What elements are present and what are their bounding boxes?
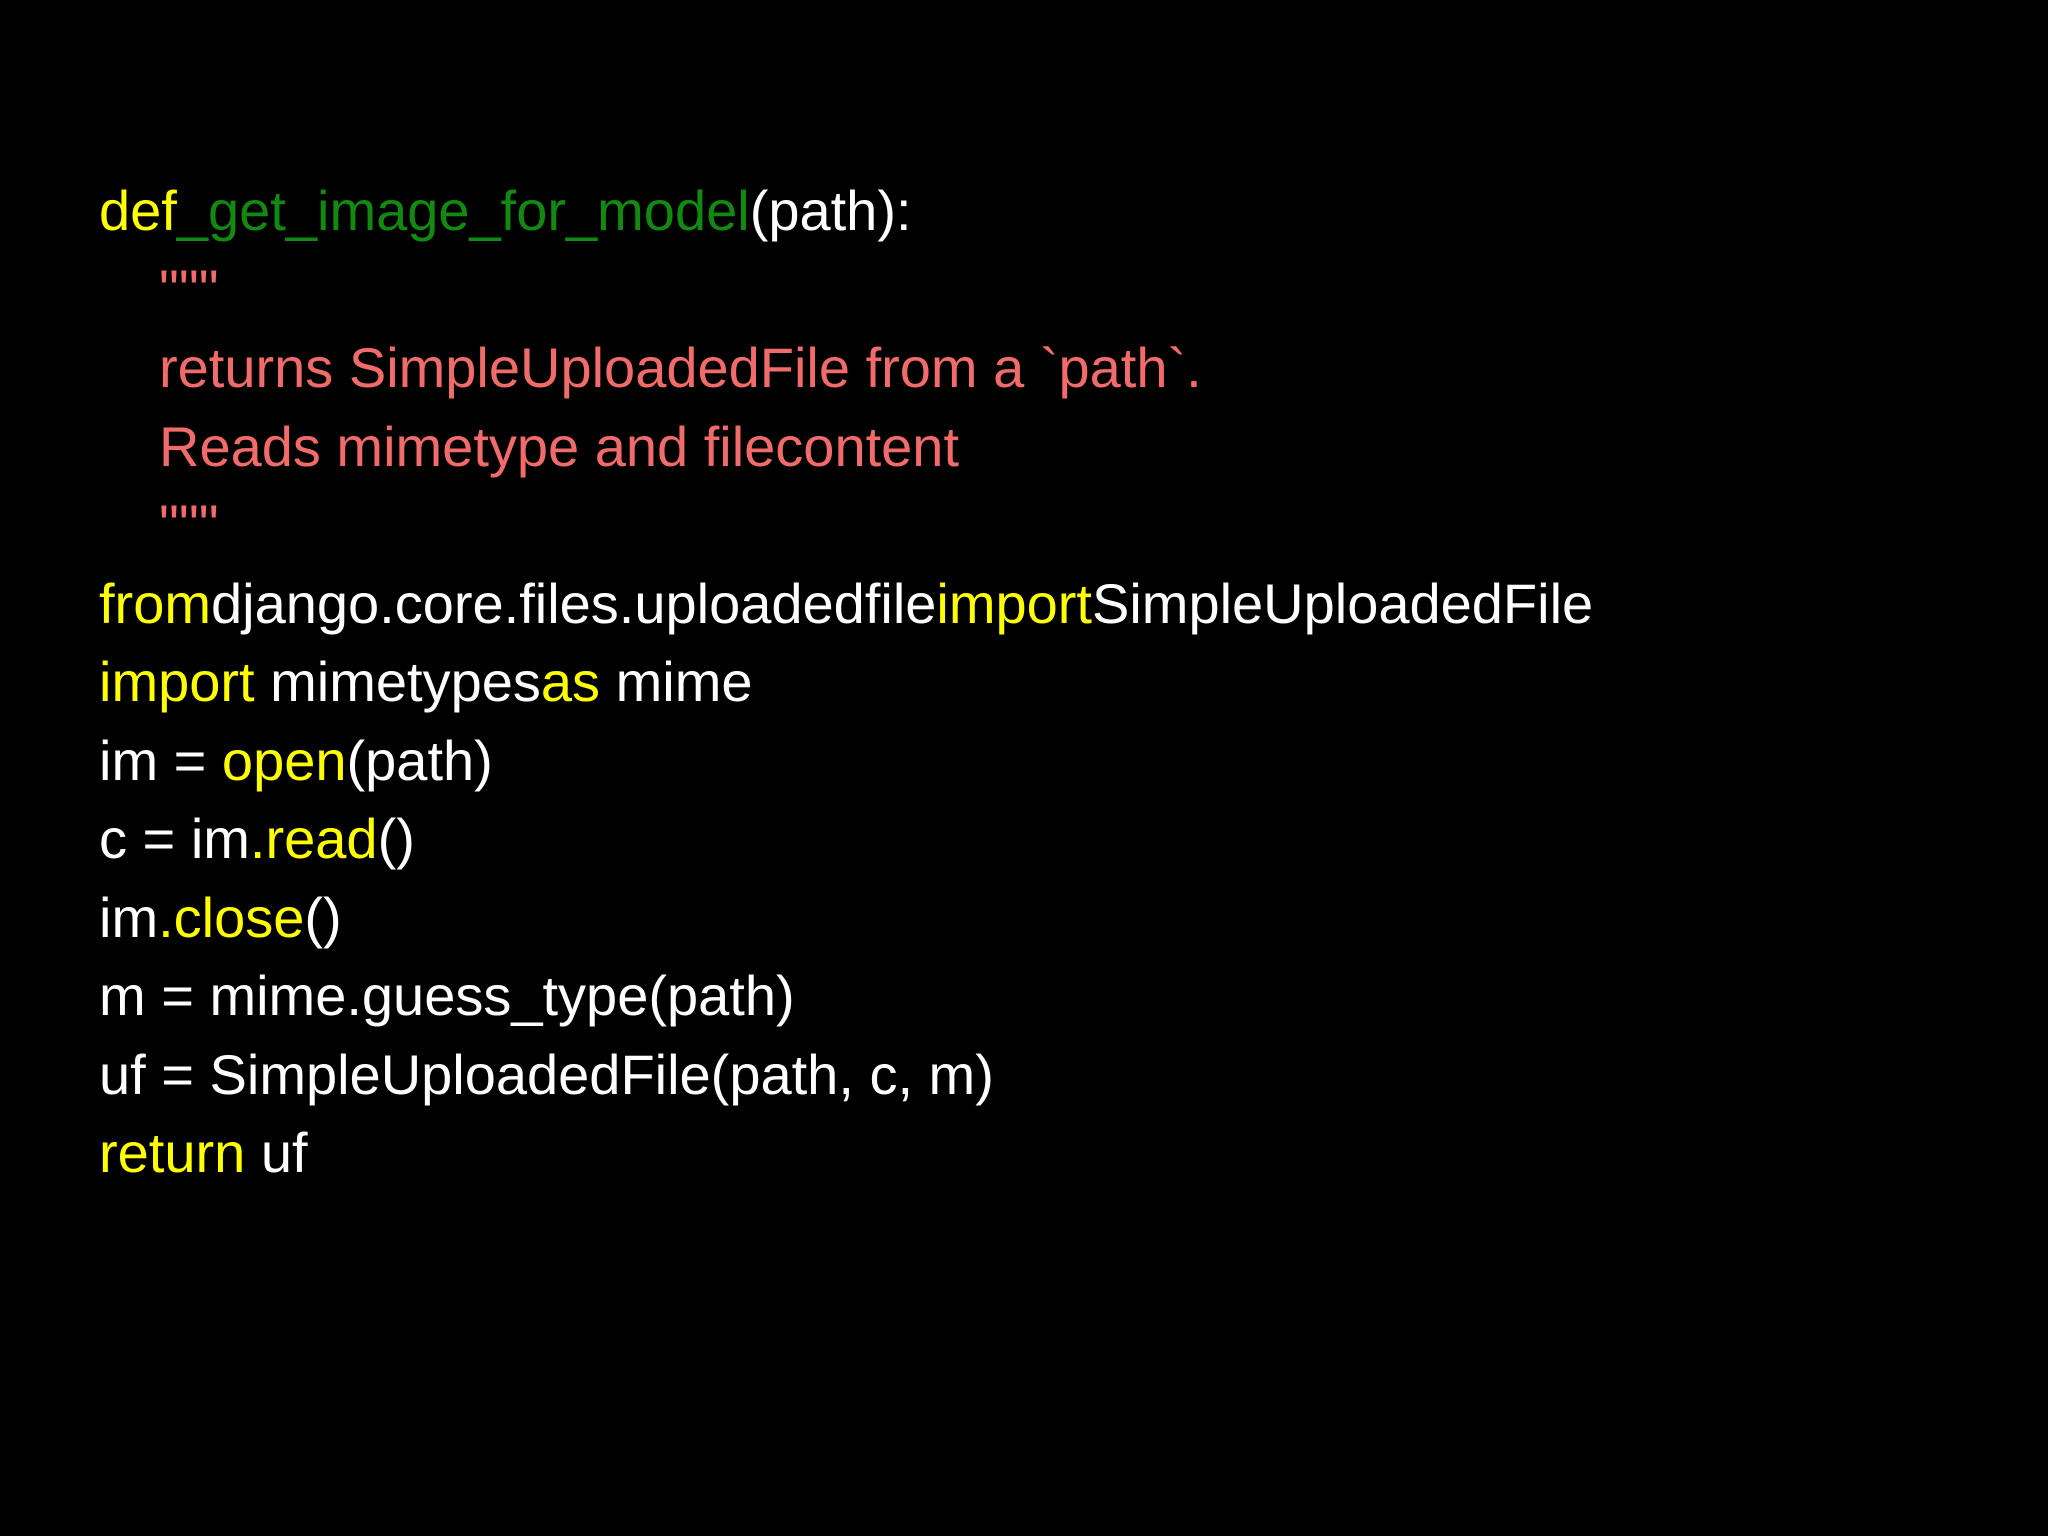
code-line-docstring-2: Reads mimetype and filecontent [99,408,1999,487]
module-alias: mime [600,650,753,713]
code-block: def_get_image_for_model(path): """ retur… [99,172,1999,1193]
statement-guess-type: m = mime.guess_type(path) [99,964,795,1027]
assignment-c: c = im [99,807,250,870]
docstring-close-quotes: """ [159,493,219,556]
open-args: (path) [346,728,493,792]
module-name: mimetypes [254,650,541,713]
code-line-def: def_get_image_for_model(path): [99,172,1999,251]
code-line-open: im = open(path) [99,722,1999,801]
method-read: .read [249,807,378,870]
code-line-docstring-close: """ [99,486,1999,565]
assignment-im: im = [99,728,222,792]
code-line-docstring-1: returns SimpleUploadedFile from a `path`… [99,329,1999,408]
read-args: () [377,807,415,870]
code-line-uploaded-file: uf = SimpleUploadedFile(path, c, m) [99,1036,1999,1115]
close-args: () [304,885,342,949]
builtin-open: open [221,728,347,792]
keyword-def: def [99,179,177,242]
docstring-text-2: Reads mimetype and filecontent [159,414,959,478]
code-line-from-import: fromdjango.core.files.uploadedfileimport… [99,565,1999,644]
docstring-open-quotes: """ [159,257,219,321]
object-im: im [99,885,159,949]
method-close: .close [158,885,305,949]
code-line-close: im.close() [99,879,1999,958]
keyword-import: import [99,650,255,713]
statement-uploaded-file: uf = SimpleUploadedFile(path, c, m) [99,1042,994,1106]
return-value: uf [245,1121,308,1184]
keyword-from: from [99,571,211,635]
code-line-import-mimetypes: import mimetypesas mime [99,643,1999,722]
keyword-import: import [936,571,1092,635]
imported-name: SimpleUploadedFile [1092,571,1594,635]
code-line-return: return uf [99,1114,1999,1193]
code-line-read: c = im.read() [99,800,1999,879]
code-line-docstring-open: """ [99,251,1999,330]
code-line-guess-type: m = mime.guess_type(path) [99,957,1999,1036]
keyword-return: return [99,1121,246,1184]
function-name: _get_image_for_model [176,179,750,242]
function-signature: (path): [749,179,912,242]
docstring-text-1: returns SimpleUploadedFile from a `path`… [159,336,1202,399]
keyword-as: as [540,650,601,713]
module-path: django.core.files.uploadedfile [211,571,937,635]
